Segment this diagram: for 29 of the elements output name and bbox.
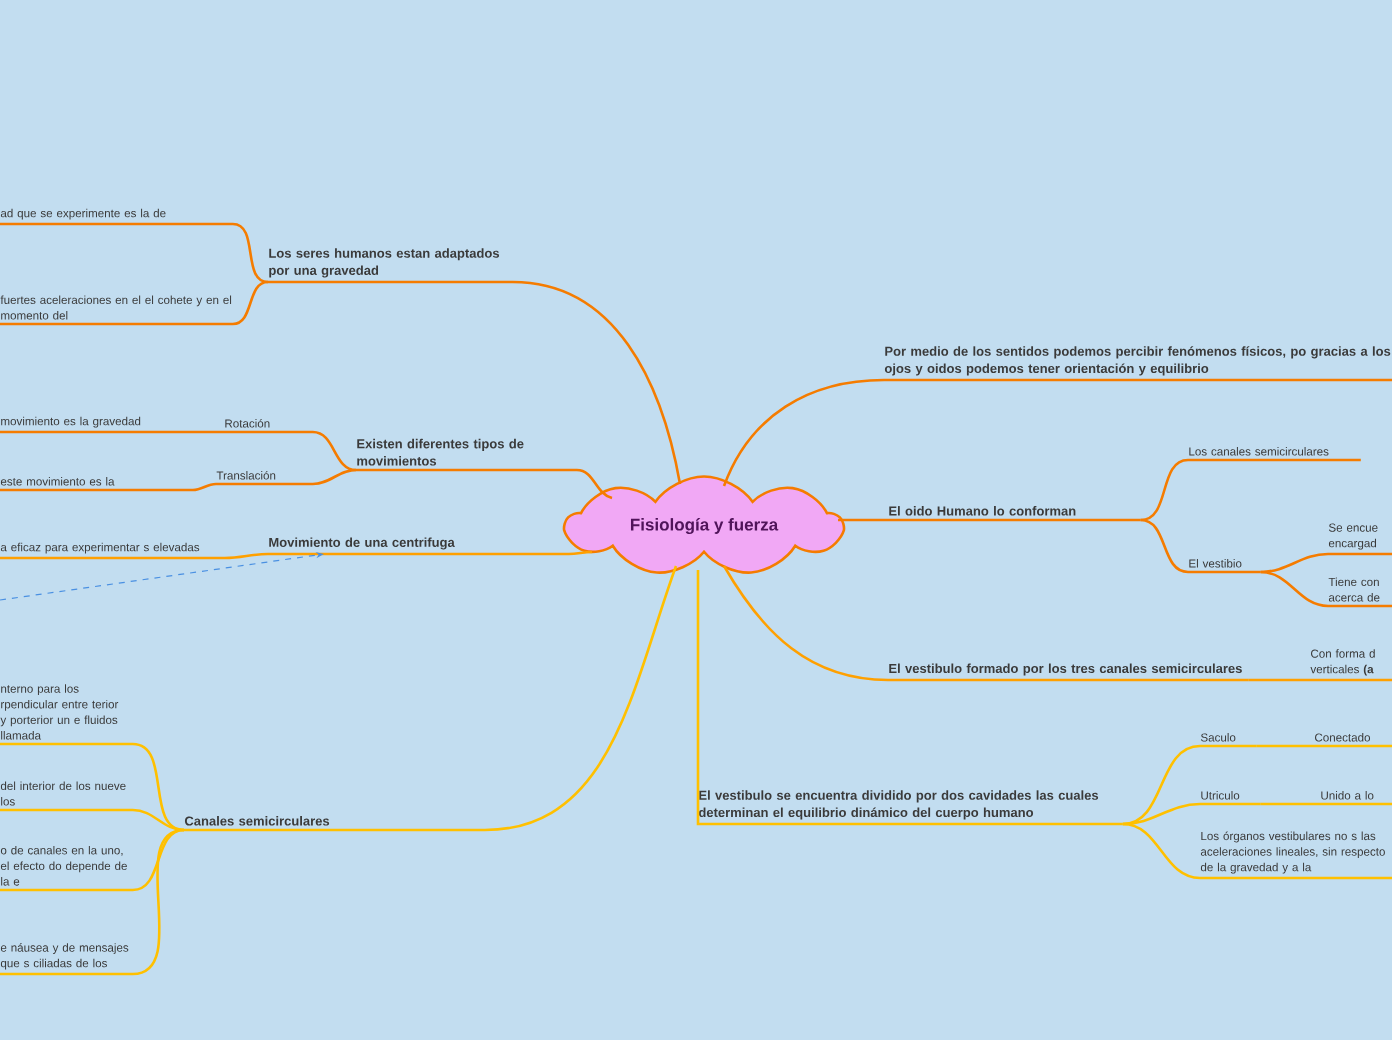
branch-line [1248,678,1392,682]
branch-line [0,222,269,284]
branch-line [0,808,185,832]
branch-line [0,482,217,492]
branch-line [268,550,593,556]
branch-line [1260,570,1392,608]
branch-line [0,828,185,976]
branch-line [268,280,682,485]
branch-line [356,468,613,500]
branch-line [0,828,185,892]
branch-line [1122,744,1257,826]
branch-line [216,468,357,486]
branch-line [0,280,269,326]
branch-line [0,552,269,560]
branch-line [696,570,1123,826]
branch-line [1122,822,1392,880]
branch-line [1256,744,1392,748]
branch-line [722,378,1392,487]
branch-line [1260,802,1392,806]
branch-line [1140,518,1261,574]
branch-line [722,565,1249,682]
branch-line [1260,552,1392,574]
branch-line [838,518,1141,522]
branch-line [0,430,224,434]
branch-line [184,565,678,832]
branch-line [224,430,357,472]
central-topic-cloud: Fisiología y fuerza [562,475,846,574]
branch-line [1122,802,1261,826]
branch-line [1140,458,1361,522]
